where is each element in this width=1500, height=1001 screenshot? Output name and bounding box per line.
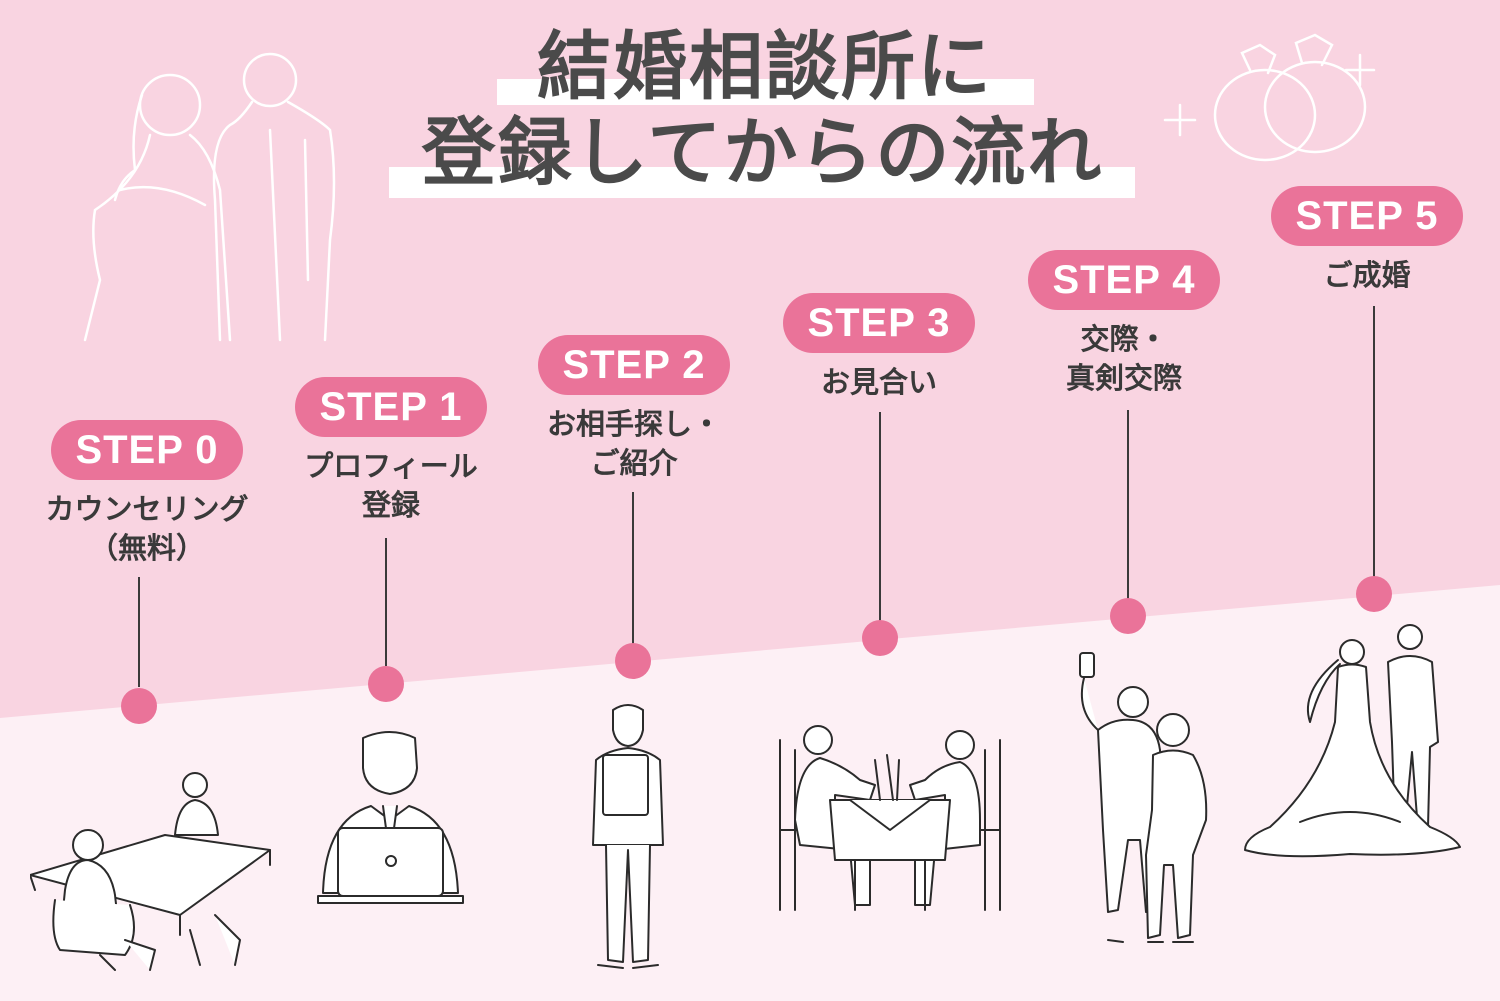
step-2: STEP 2 お相手探し・ ご紹介: [484, 335, 784, 483]
step-connector: [1127, 410, 1129, 600]
step-connector: [632, 492, 634, 644]
step-3: STEP 3 お見合い: [729, 293, 1029, 402]
title-highlight-1: [497, 79, 1034, 105]
wedding-rings-icon: [1163, 33, 1376, 162]
step-marker: [1356, 576, 1392, 612]
step-4: STEP 4 交際・ 真剣交際: [974, 250, 1274, 398]
step-connector: [138, 577, 140, 687]
step-marker: [862, 620, 898, 656]
step-label: カウンセリング （無料）: [45, 492, 249, 565]
dinner-date-illustration: [779, 725, 1001, 911]
step-label: ご成婚: [1323, 258, 1411, 292]
step-1: STEP 1 プロフィール 登録: [241, 377, 541, 525]
man-with-tablet-illustration: [592, 704, 664, 969]
step-5: STEP 5 ご成婚: [1217, 186, 1500, 295]
step-badge: STEP 5: [1271, 186, 1463, 246]
step-label: プロフィール 登録: [304, 449, 478, 522]
step-0: STEP 0 カウンセリング （無料）: [0, 420, 297, 568]
title-highlight-2: [389, 167, 1135, 198]
page-title-line-1: 結婚相談所に: [537, 24, 993, 110]
wedding-couple-illustration: [1244, 624, 1461, 858]
step-connector: [385, 538, 387, 666]
step-badge: STEP 3: [783, 293, 975, 353]
step-label: お見合い: [820, 365, 937, 399]
step-connector: [1373, 306, 1375, 578]
step-badge: STEP 2: [538, 335, 730, 395]
step-label: お相手探し・ ご紹介: [546, 407, 721, 480]
step-marker: [121, 688, 157, 724]
step-badge: STEP 1: [295, 377, 487, 437]
step-marker: [615, 643, 651, 679]
step-badge: STEP 0: [51, 420, 243, 480]
bride-groom-sketch: [83, 52, 336, 342]
step-marker: [1110, 598, 1146, 634]
step-label: 交際・ 真剣交際: [1065, 322, 1182, 395]
step-marker: [368, 666, 404, 702]
page-title-line-2: 登録してからの流れ: [421, 110, 1104, 196]
step-connector: [879, 412, 881, 622]
couple-selfie-illustration: [1079, 652, 1208, 943]
counseling-scene-illustration: [30, 772, 271, 971]
laptop-man-illustration: [317, 731, 464, 904]
step-badge: STEP 4: [1028, 250, 1220, 310]
